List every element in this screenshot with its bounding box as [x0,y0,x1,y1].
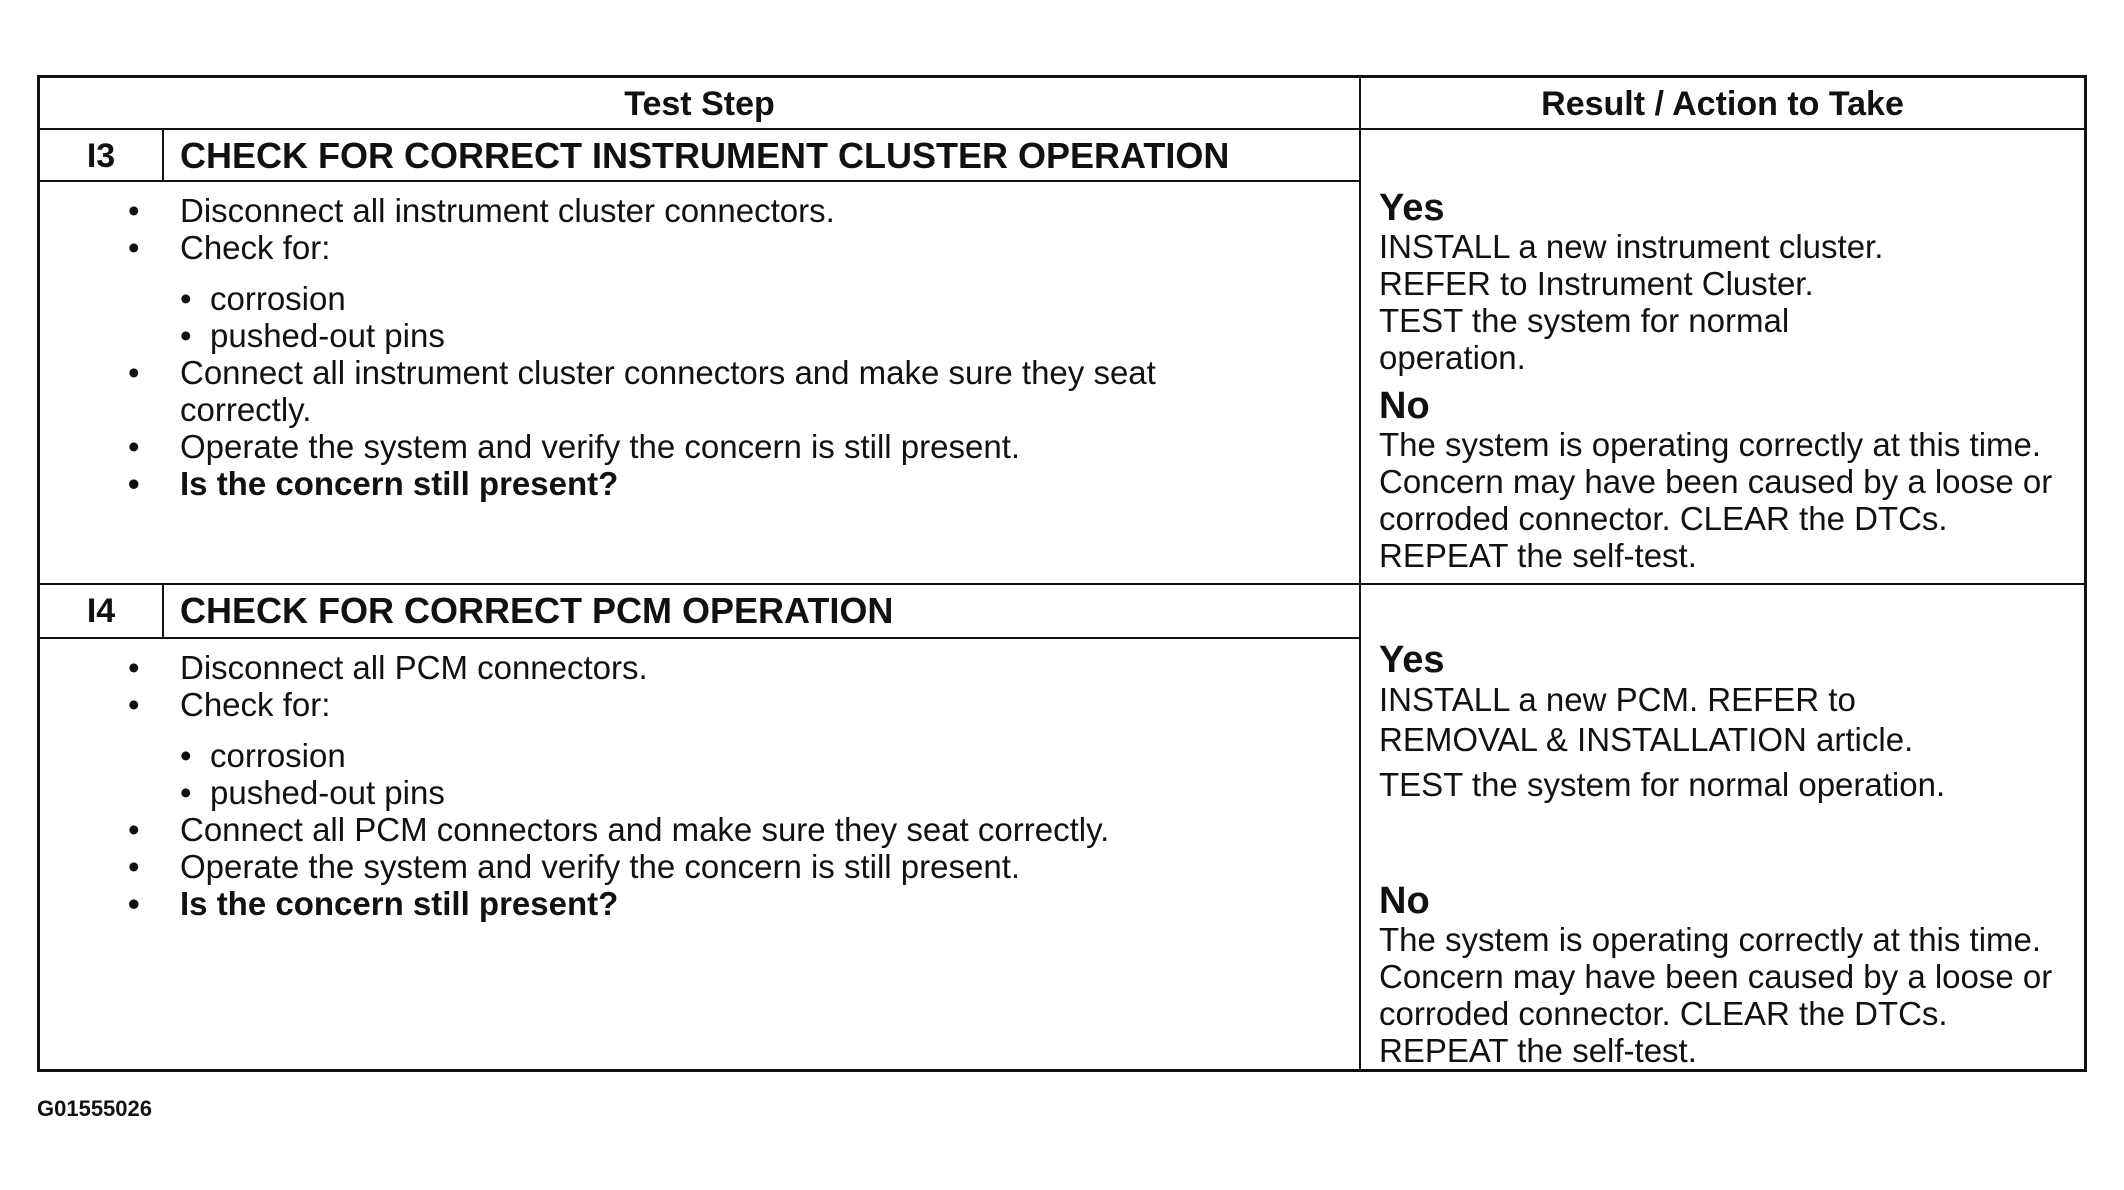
action-item: Check for: [128,686,1359,723]
check-item: corrosion [180,737,1359,774]
result-action: Yes INSTALL a new instrument cluster. RE… [1361,188,2084,583]
no-text: The system is operating correctly at thi… [1379,426,2053,574]
check-item: pushed-out pins [180,774,1359,811]
yes-line: TEST the system for normal operation. [1379,766,1946,803]
step-number: I3 [86,137,116,175]
question: Is the concern still present? [128,465,1359,502]
header-result: Result / Action to Take [1541,85,1904,123]
i4-number-divider [162,585,164,637]
action-item: Disconnect all PCM connectors. [128,649,1359,686]
i3-title-divider [40,180,1360,182]
header-test-step: Test Step [624,85,775,123]
action-item: Connect all PCM connectors and make sure… [128,811,1359,848]
step-number: I4 [86,592,116,630]
header-divider [40,128,2084,130]
yes-line: INSTALL a new PCM. REFER to REMOVAL & IN… [1379,681,1914,758]
diagnostic-table: Test Step Result / Action to Take I3 CHE… [37,75,2087,1072]
question: Is the concern still present? [128,885,1359,922]
action-item: Check for: [128,229,1359,266]
yes-line: INSTALL a new instrument cluster. [1379,228,1884,265]
figure-id: G01555026 [37,1096,152,1121]
i3-number-divider [162,128,164,180]
action-item: Connect all instrument cluster connector… [128,354,1210,428]
yes-line: TEST the system for normal operation. [1379,302,1790,376]
yes-label: Yes [1379,187,1445,229]
action-item: Operate the system and verify the concer… [128,428,1359,465]
step-title: CHECK FOR CORRECT INSTRUMENT CLUSTER OPE… [180,135,1230,176]
no-text: The system is operating correctly at thi… [1379,921,2053,1069]
yes-line: REFER to Instrument Cluster. [1379,265,1814,302]
step-actions: Disconnect all PCM connectors. Check for… [40,639,1359,1069]
column-divider [1359,78,1361,1069]
action-item: Disconnect all instrument cluster connec… [128,192,1359,229]
i4-title-divider [40,637,1360,639]
step-actions: Disconnect all instrument cluster connec… [40,182,1359,582]
result-action: Yes INSTALL a new PCM. REFER to REMOVAL … [1361,639,2084,1069]
no-label: No [1379,385,1430,427]
step-title: CHECK FOR CORRECT PCM OPERATION [180,590,894,631]
check-item: pushed-out pins [180,317,1359,354]
action-item: Operate the system and verify the concer… [128,848,1359,885]
yes-label: Yes [1379,639,1445,681]
check-list: corrosion pushed-out pins [180,280,1359,354]
no-label: No [1379,880,1430,922]
check-item: corrosion [180,280,1359,317]
step-divider [40,583,2084,585]
check-list: corrosion pushed-out pins [180,737,1359,811]
